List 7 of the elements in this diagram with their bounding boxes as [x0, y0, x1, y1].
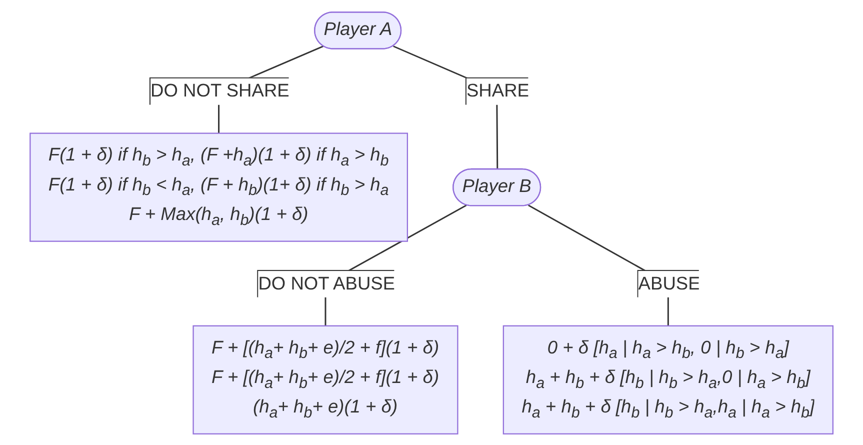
edge-label: DO NOT ABUSE	[258, 274, 396, 294]
edge-label: SHARE	[466, 81, 530, 101]
node-box: 0 + δ [h$_{a}$ | h$_{a}$ > h$_{b}$, 0 | h$_{b}$ > h$_{a}$] h$_{a}$ + h$_{b}$ + δ [h$_{b}$ | h$_{b}$ > h$_{a}$,0 | h$_{a}$ > h$_{b}$] h$_{a}$ + h$_{b}$ + δ [h$_{b}$ | h$_{b}$ > h$_{a}$,h$_{a}$ | h$_{a}$ > h$_{b}$]	[502, 324, 834, 434]
node-box: F(1 + δ) if h$_{b}$ > h$_{a}$, (F +h$_{a}$)(1 + δ) if h$_{a}$ > h$_{b}$ F(1 + δ) if h$_{b}$ < h$_{a}$, (F + h$_{b}$)(1+ δ) if h$_{b}$ > h$_{a}$ F + Max(h$_{a}$, h$_{b}$)(1 + δ)	[30, 132, 408, 242]
edge-label: ABUSE	[638, 274, 700, 294]
node-box: F + [(h$_{a}$+ h$_{b}$+ e)/2 + f](1 + δ) F + [(h$_{a}$+ h$_{b}$+ e)/2 + f](1 + δ) (h$_{a}$+ h$_{b}$+ e)(1 + δ)	[192, 324, 458, 434]
edge-label: DO NOT SHARE	[150, 81, 290, 101]
